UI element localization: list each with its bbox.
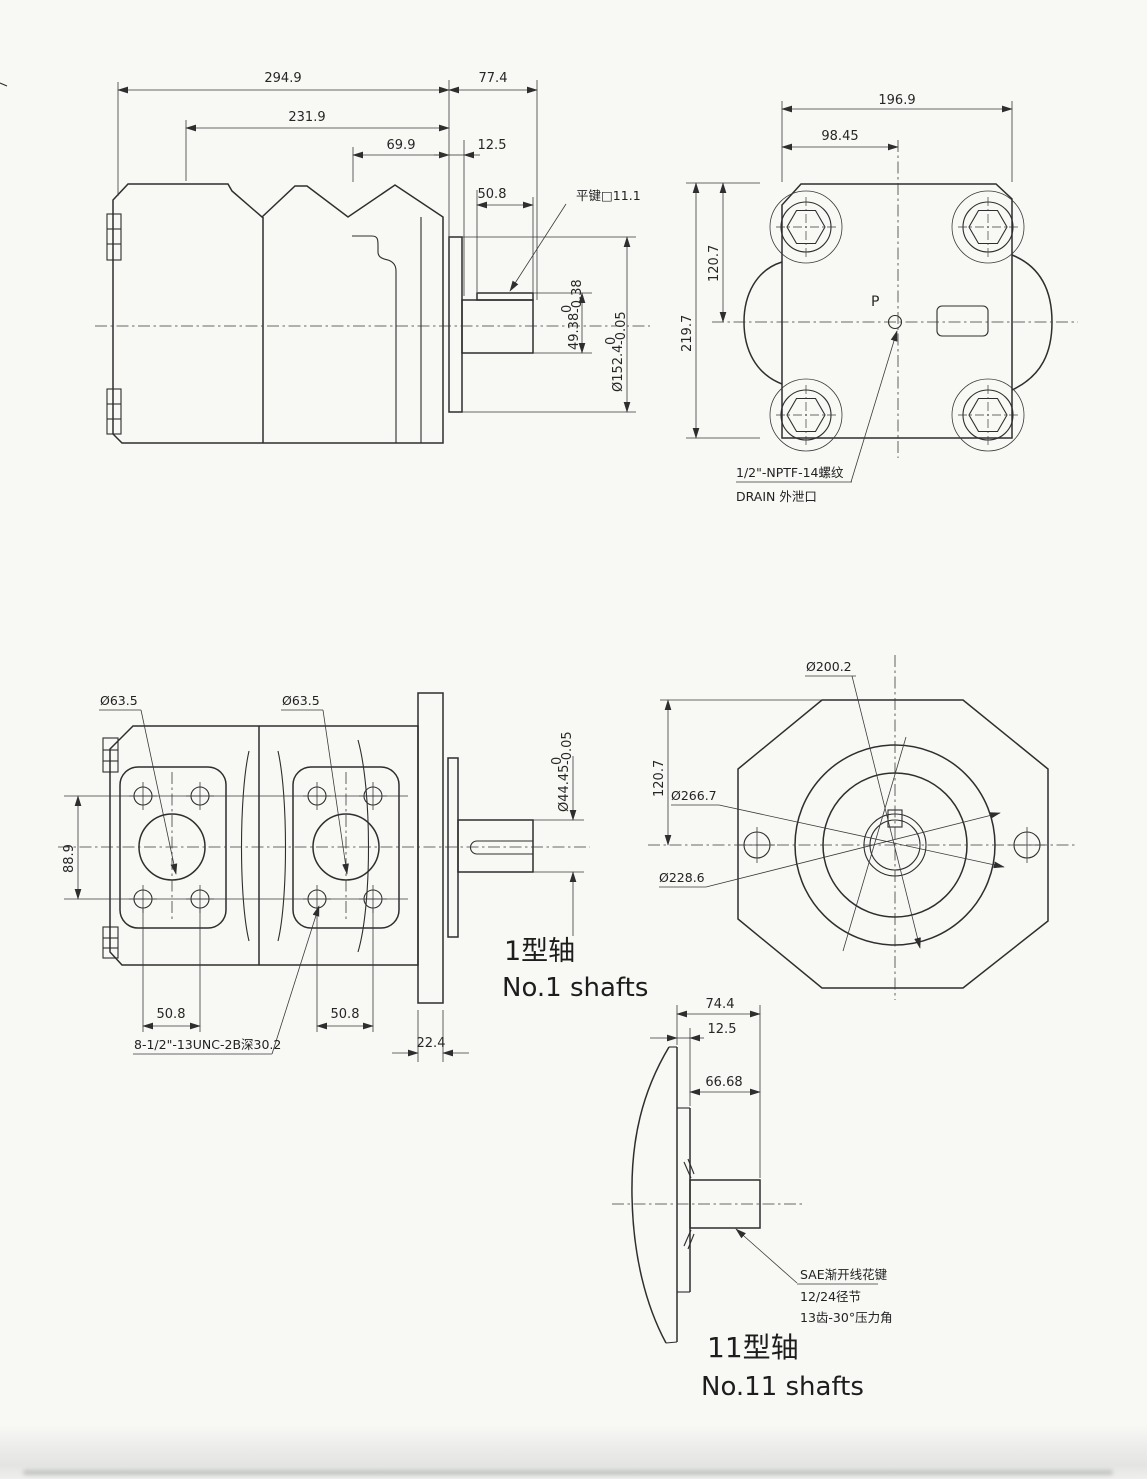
bore-dim-1: Ø63.5 [100,693,138,708]
dim-88-9: 88.9 [62,844,77,873]
housing-curves [240,739,370,953]
shaft11-view: 74.4 12.5 66.68 SAE渐开线花键 12/24径节 13齿-30°… [612,997,893,1402]
bolt-boss [951,190,1025,264]
spline-root-hatch [683,1158,695,1250]
dim-294-9: 294.9 [264,71,301,86]
drain-note-line1: 1/2"-NPTF-14螺纹 [736,465,844,480]
flange-outline [781,183,1013,439]
mounting-tabs [102,737,119,959]
spigot-plate [447,757,459,938]
dim-69-9: 69.9 [387,138,416,153]
spline-note-line1: SAE渐开线花键 [800,1267,888,1282]
dim-152-4: Ø152.4 0 -0.05 [604,311,629,392]
dim-74-4: 74.4 [706,997,735,1012]
spline-shaft [689,1179,761,1229]
dim-228-6: Ø228.6 [659,870,705,885]
dim-12-5-shaft11: 12.5 [708,1022,737,1037]
dim-22-4: 22.4 [417,1036,446,1051]
svg-text:-0.38: -0.38 [570,279,585,313]
svg-text:0: 0 [560,305,575,313]
side-port [936,305,989,337]
dim-44-45: Ø44.45 0 -0.05 [550,731,575,812]
svg-text:120.7: 120.7 [707,245,722,282]
leader-lines [659,675,1005,952]
dim-50-8-b: 50.8 [331,1007,360,1022]
svg-text:0: 0 [550,757,565,765]
octagon-flange-outline [737,699,1049,989]
caption-no1-en: No.1 shafts [502,973,648,1003]
spline-note-line2: 12/24径节 [800,1289,861,1304]
extension-lines [117,80,636,413]
dim-231-9: 231.9 [288,110,325,125]
dim-49-38: 49.38 0 -0.38 [560,279,585,350]
dim-196-9: 196.9 [878,93,915,108]
bolt-bosses [769,190,1025,452]
caption-no11-cn: 11型轴 [707,1331,799,1364]
dim-219-7: 219.7 [680,315,695,352]
dimension-lines [692,105,1013,483]
dim-200-2: Ø200.2 [806,659,852,674]
dim-66-68: 66.68 [705,1075,742,1090]
svg-text:49.38: 49.38 [567,313,582,350]
shaft-key [476,292,534,301]
dim-120-7-oct: 120.7 [652,760,667,797]
dimension-lines [650,1010,878,1285]
mounting-tabs [106,213,122,435]
mounting-flange [448,236,463,413]
scan-shadow-band [0,1425,1147,1479]
shaft [461,299,534,354]
bore-dim-2: Ø63.5 [282,693,320,708]
shaft-keyway [469,840,533,855]
extension-lines [686,101,1013,439]
dim-77-4: 77.4 [479,71,508,86]
body-section-curve [631,1046,670,1344]
svg-text:-0.05: -0.05 [560,731,575,765]
svg-text:88.9: 88.9 [62,844,77,873]
extension-lines [64,795,584,1062]
caption-no11-en: No.11 shafts [701,1372,864,1402]
dim-12-5: 12.5 [478,138,507,153]
bolt-note: 8-1/2"-13UNC-2B深30.2 [134,1037,281,1052]
dimension-lines [74,709,577,1057]
dim-266-7: Ø266.7 [671,788,717,803]
bolt-boss [769,378,843,452]
spline-note-line3: 13齿-30°压力角 [800,1310,893,1325]
dim-120-7: 120.7 [707,245,722,282]
bolt-boss [951,378,1025,452]
dimension-lines [117,86,631,413]
octagon-view: Ø200.2 Ø266.7 Ø228.6 120.7 [648,655,1078,1000]
rear-bracket [417,692,444,1004]
pump-body-outline [112,183,444,444]
dim-50-8-a: 50.8 [157,1007,186,1022]
flange-plate-2 [292,766,400,929]
svg-text:Ø152.4: Ø152.4 [611,345,626,392]
bolt-holes [129,782,387,913]
front-view: Ø63.5 Ø63.5 88.9 50.8 50.8 22.4 8-1/2"-1… [58,692,648,1062]
svg-text:Ø44.45: Ø44.45 [557,765,572,812]
side-view: 294.9 77.4 231.9 69.9 12.5 50.8 平键□11.1 … [95,71,650,444]
svg-text:0: 0 [604,337,619,345]
shaft [457,819,534,873]
port-label-p: P [871,294,879,310]
caption-no1-cn: 1型轴 [504,936,575,967]
drain-note-line2: DRAIN 外泄口 [736,489,817,504]
housing-outline [109,725,419,966]
flange-plate-1 [119,766,227,929]
rear-flange-view: 196.9 98.45 219.7 120.7 P 1/2"-NPTF-14螺纹… [680,93,1078,504]
svg-text:120.7: 120.7 [652,760,667,797]
svg-text:219.7: 219.7 [680,315,695,352]
bolt-boss [769,190,843,264]
dim-50-8: 50.8 [478,187,507,202]
scan-artifact [0,82,8,87]
svg-text:-0.05: -0.05 [614,311,629,345]
dim-98-45: 98.45 [821,129,858,144]
key-note: 平键□11.1 [576,188,641,203]
